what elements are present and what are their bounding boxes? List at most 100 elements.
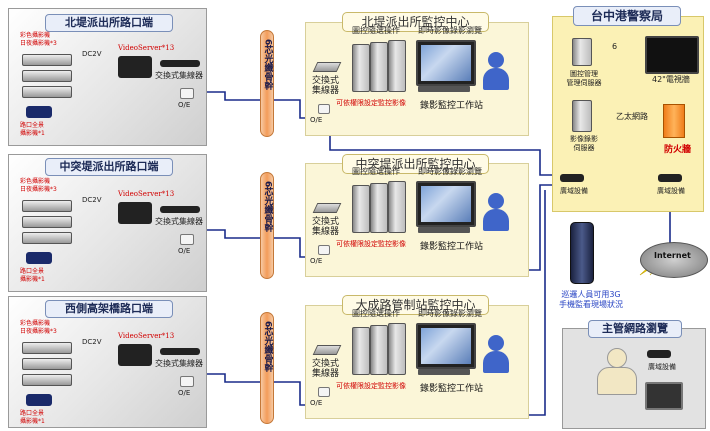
camera-icon (22, 232, 72, 244)
operator-person-icon (488, 335, 504, 351)
workstation-label: 錄影監控工作站 (420, 242, 484, 252)
operator-body-icon (483, 209, 509, 231)
supervisor-body-icon (597, 367, 637, 395)
internet-cloud-icon (640, 242, 708, 278)
hub-icon (160, 348, 200, 355)
ethernet-label: 乙太網路 (616, 112, 648, 121)
tv-wall-icon (645, 36, 699, 74)
oe-label: O/E (178, 389, 191, 397)
center-oe-label: O/E (310, 399, 323, 407)
camera-icon (22, 54, 72, 66)
site-title-2: 中突堤派出所路口端 (45, 158, 173, 176)
camera-icon (22, 200, 72, 212)
oe-label: O/E (178, 247, 191, 255)
center-note: 可依權限設定監控影像 (336, 240, 406, 248)
oe-label: O/E (178, 101, 191, 109)
server-rack-icon (352, 185, 370, 233)
server-rack-icon (388, 181, 406, 233)
camera-icon (22, 358, 72, 370)
domain-device-label-1: 廣域設備 (560, 187, 588, 195)
mobile-note: 巡邏人員可用3G 手機監看現場狀況 (559, 290, 623, 309)
dome-camera-icon (26, 106, 52, 118)
server-rack-icon (370, 42, 388, 92)
op-label: 圖控隨選操作 (352, 309, 400, 318)
hub-icon (160, 60, 200, 67)
cam-note-2: 路口全景 攝影機*1 (20, 122, 45, 137)
domain-device-icon-1 (560, 174, 584, 182)
oe-converter-icon (180, 88, 194, 99)
center-switch-icon (312, 62, 342, 72)
monitor-icon (416, 181, 476, 227)
video-server-label: VideoServer*13 (118, 44, 175, 52)
center-title-1: 北堤派出所監控中心 (342, 12, 489, 32)
keyboard-icon (418, 369, 470, 375)
police-title: 台中港警察局 (573, 6, 681, 26)
center-note: 可依權限設定監控影像 (336, 382, 406, 390)
oe-converter-icon (180, 376, 194, 387)
center-oe-icon (318, 387, 330, 397)
view-label: 即時影像錄影瀏覽 (418, 167, 482, 176)
keyboard-icon (418, 227, 470, 233)
video-server-label: VideoServer*13 (118, 190, 175, 198)
video-server-icon (118, 56, 152, 78)
center-oe-icon (318, 104, 330, 114)
server-rack-icon (388, 323, 406, 375)
camera-icon (22, 70, 72, 82)
supervisor-person-icon (607, 348, 627, 368)
fiber-label-2: 6芯光纖骨幹 (262, 181, 273, 233)
camera-icon (22, 342, 72, 354)
site-title-1: 北堤派出所路口端 (45, 14, 173, 32)
browse-title: 主管網路瀏覽 (588, 320, 682, 338)
num-6-label: 6 (612, 42, 618, 51)
center-oe-label: O/E (310, 257, 323, 265)
cam-note-2: 路口全景 攝影機*1 (20, 268, 45, 283)
operator-person-icon (488, 52, 504, 68)
fiber-label-1: 6芯光纖骨幹 (262, 39, 273, 91)
switch-label: 交換式集線器 (155, 217, 203, 226)
fiber-label-3: 6芯光纖骨幹 (262, 321, 273, 373)
server-rack-icon (352, 44, 370, 92)
rec-server-icon (572, 100, 592, 132)
site-title-3: 西側高架橋路口端 (45, 300, 173, 318)
power-label: DC2V (82, 196, 102, 204)
firewall-label: 防火牆 (664, 145, 692, 155)
mgmt-server-label: 圖控管理 管理伺服器 (566, 70, 602, 87)
center-switch-icon (312, 203, 342, 213)
video-server-label: VideoServer*13 (118, 332, 175, 340)
workstation-label: 錄影監控工作站 (420, 101, 484, 111)
internet-label: Internet (654, 251, 691, 260)
center-switch-label: 交換式 集線器 (312, 359, 340, 379)
operator-body-icon (483, 351, 509, 373)
view-label: 即時影像錄影瀏覽 (418, 26, 482, 35)
power-label: DC2V (82, 338, 102, 346)
center-switch-label: 交換式 集線器 (312, 217, 340, 237)
firewall-icon (663, 104, 685, 138)
video-server-icon (118, 344, 152, 366)
op-label: 圖控隨選操作 (352, 26, 400, 35)
dome-camera-icon (26, 394, 52, 406)
workstation-label: 錄影監控工作站 (420, 384, 484, 394)
server-rack-icon (352, 327, 370, 375)
oe-converter-icon (180, 234, 194, 245)
mobile-phone-icon (570, 222, 594, 284)
domain-device-label-2: 廣域設備 (657, 187, 685, 195)
fiber-backbone-3: 6芯光纖骨幹 (260, 312, 274, 424)
center-note: 可依權限設定監控影像 (336, 99, 406, 107)
cam-note-2: 路口全景 攝影機*1 (20, 410, 45, 425)
operator-body-icon (483, 68, 509, 90)
site-panel-2 (8, 154, 207, 292)
camera-icon (22, 374, 72, 386)
browse-device-icon (647, 350, 671, 358)
monitor-icon (416, 40, 476, 86)
dome-camera-icon (26, 252, 52, 264)
fiber-backbone-1: 6芯光纖骨幹 (260, 30, 274, 137)
camera-icon (22, 216, 72, 228)
cam-note-1: 彩色攝影機 日夜攝影機*3 (20, 32, 57, 47)
switch-label: 交換式集線器 (155, 71, 203, 80)
video-server-icon (118, 202, 152, 224)
operator-person-icon (488, 193, 504, 209)
server-rack-icon (370, 183, 388, 233)
tv-wall-label: 42"電視牆 (652, 75, 690, 84)
server-rack-icon (388, 40, 406, 92)
center-switch-label: 交換式 集線器 (312, 76, 340, 96)
